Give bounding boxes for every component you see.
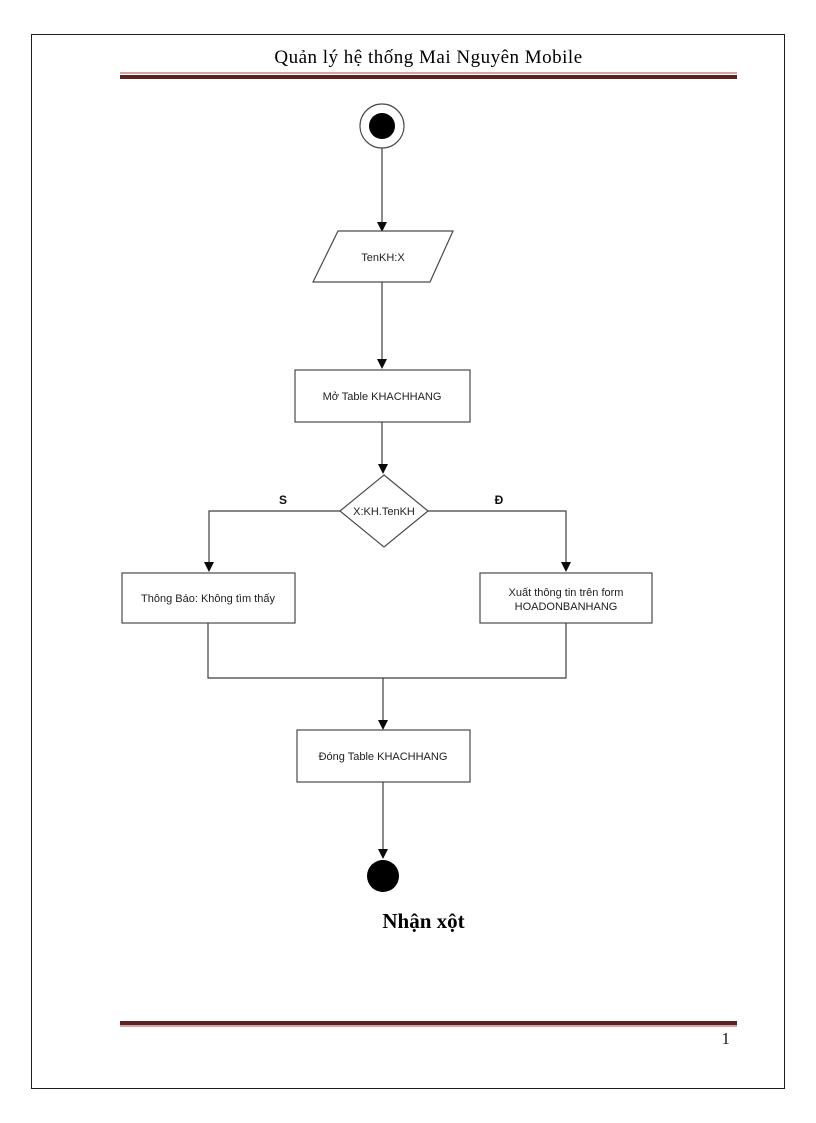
- branch-label-no: S: [279, 493, 287, 507]
- arrowhead-into-end: [378, 849, 388, 859]
- footer-rule-light-line: [120, 1025, 737, 1027]
- arrowhead-into-decision: [378, 464, 388, 474]
- input-parallelogram: [312, 230, 454, 283]
- header-rule-dark-line: [120, 75, 737, 79]
- footer-rule: [120, 1021, 737, 1027]
- initial-node-inner-circle: [369, 113, 395, 139]
- output-form-process-box: [479, 572, 653, 624]
- diagram-caption: Nhận xột: [382, 909, 465, 933]
- header-rule-light-line: [120, 72, 737, 74]
- input-label: TenKH:X: [361, 252, 405, 264]
- footer-rule-dark-line: [120, 1021, 737, 1025]
- header-title: Quản lý hệ thống Mai Nguyên Mobile: [274, 47, 583, 68]
- page-border: [31, 34, 785, 1089]
- not-found-process-box: [121, 572, 296, 624]
- arrowhead-into-not-found: [204, 562, 214, 572]
- header-rule-gap: [120, 74, 737, 75]
- decision-label: X:KH.TenKH: [353, 506, 415, 518]
- edge-decision-to-not-found: [208, 510, 340, 563]
- open-table-process-box: [294, 369, 471, 423]
- close-table-process-box: [296, 729, 471, 783]
- header-rule: [120, 72, 737, 79]
- close-table-label: Đóng Table KHACHHANG: [319, 751, 448, 763]
- edge-decision-to-output: [428, 510, 567, 563]
- arrowhead-into-output: [561, 562, 571, 572]
- arrowhead-into-input: [377, 222, 387, 232]
- open-table-label: Mở Table KHACHHANG: [323, 391, 442, 403]
- arrowhead-into-close: [378, 720, 388, 730]
- page-number: 1: [721, 1029, 731, 1048]
- not-found-label: Thông Báo: Không tìm thấy: [141, 593, 275, 605]
- branch-label-yes: Đ: [495, 493, 504, 507]
- output-form-label-line2: HOADONBANHANG: [515, 601, 618, 613]
- output-form-label-line1: Xuất thông tin trên form: [509, 587, 624, 599]
- merge-connector: [207, 623, 567, 679]
- final-node-circle: [367, 860, 399, 892]
- decision-diamond: [339, 474, 429, 548]
- arrowhead-into-open: [377, 359, 387, 369]
